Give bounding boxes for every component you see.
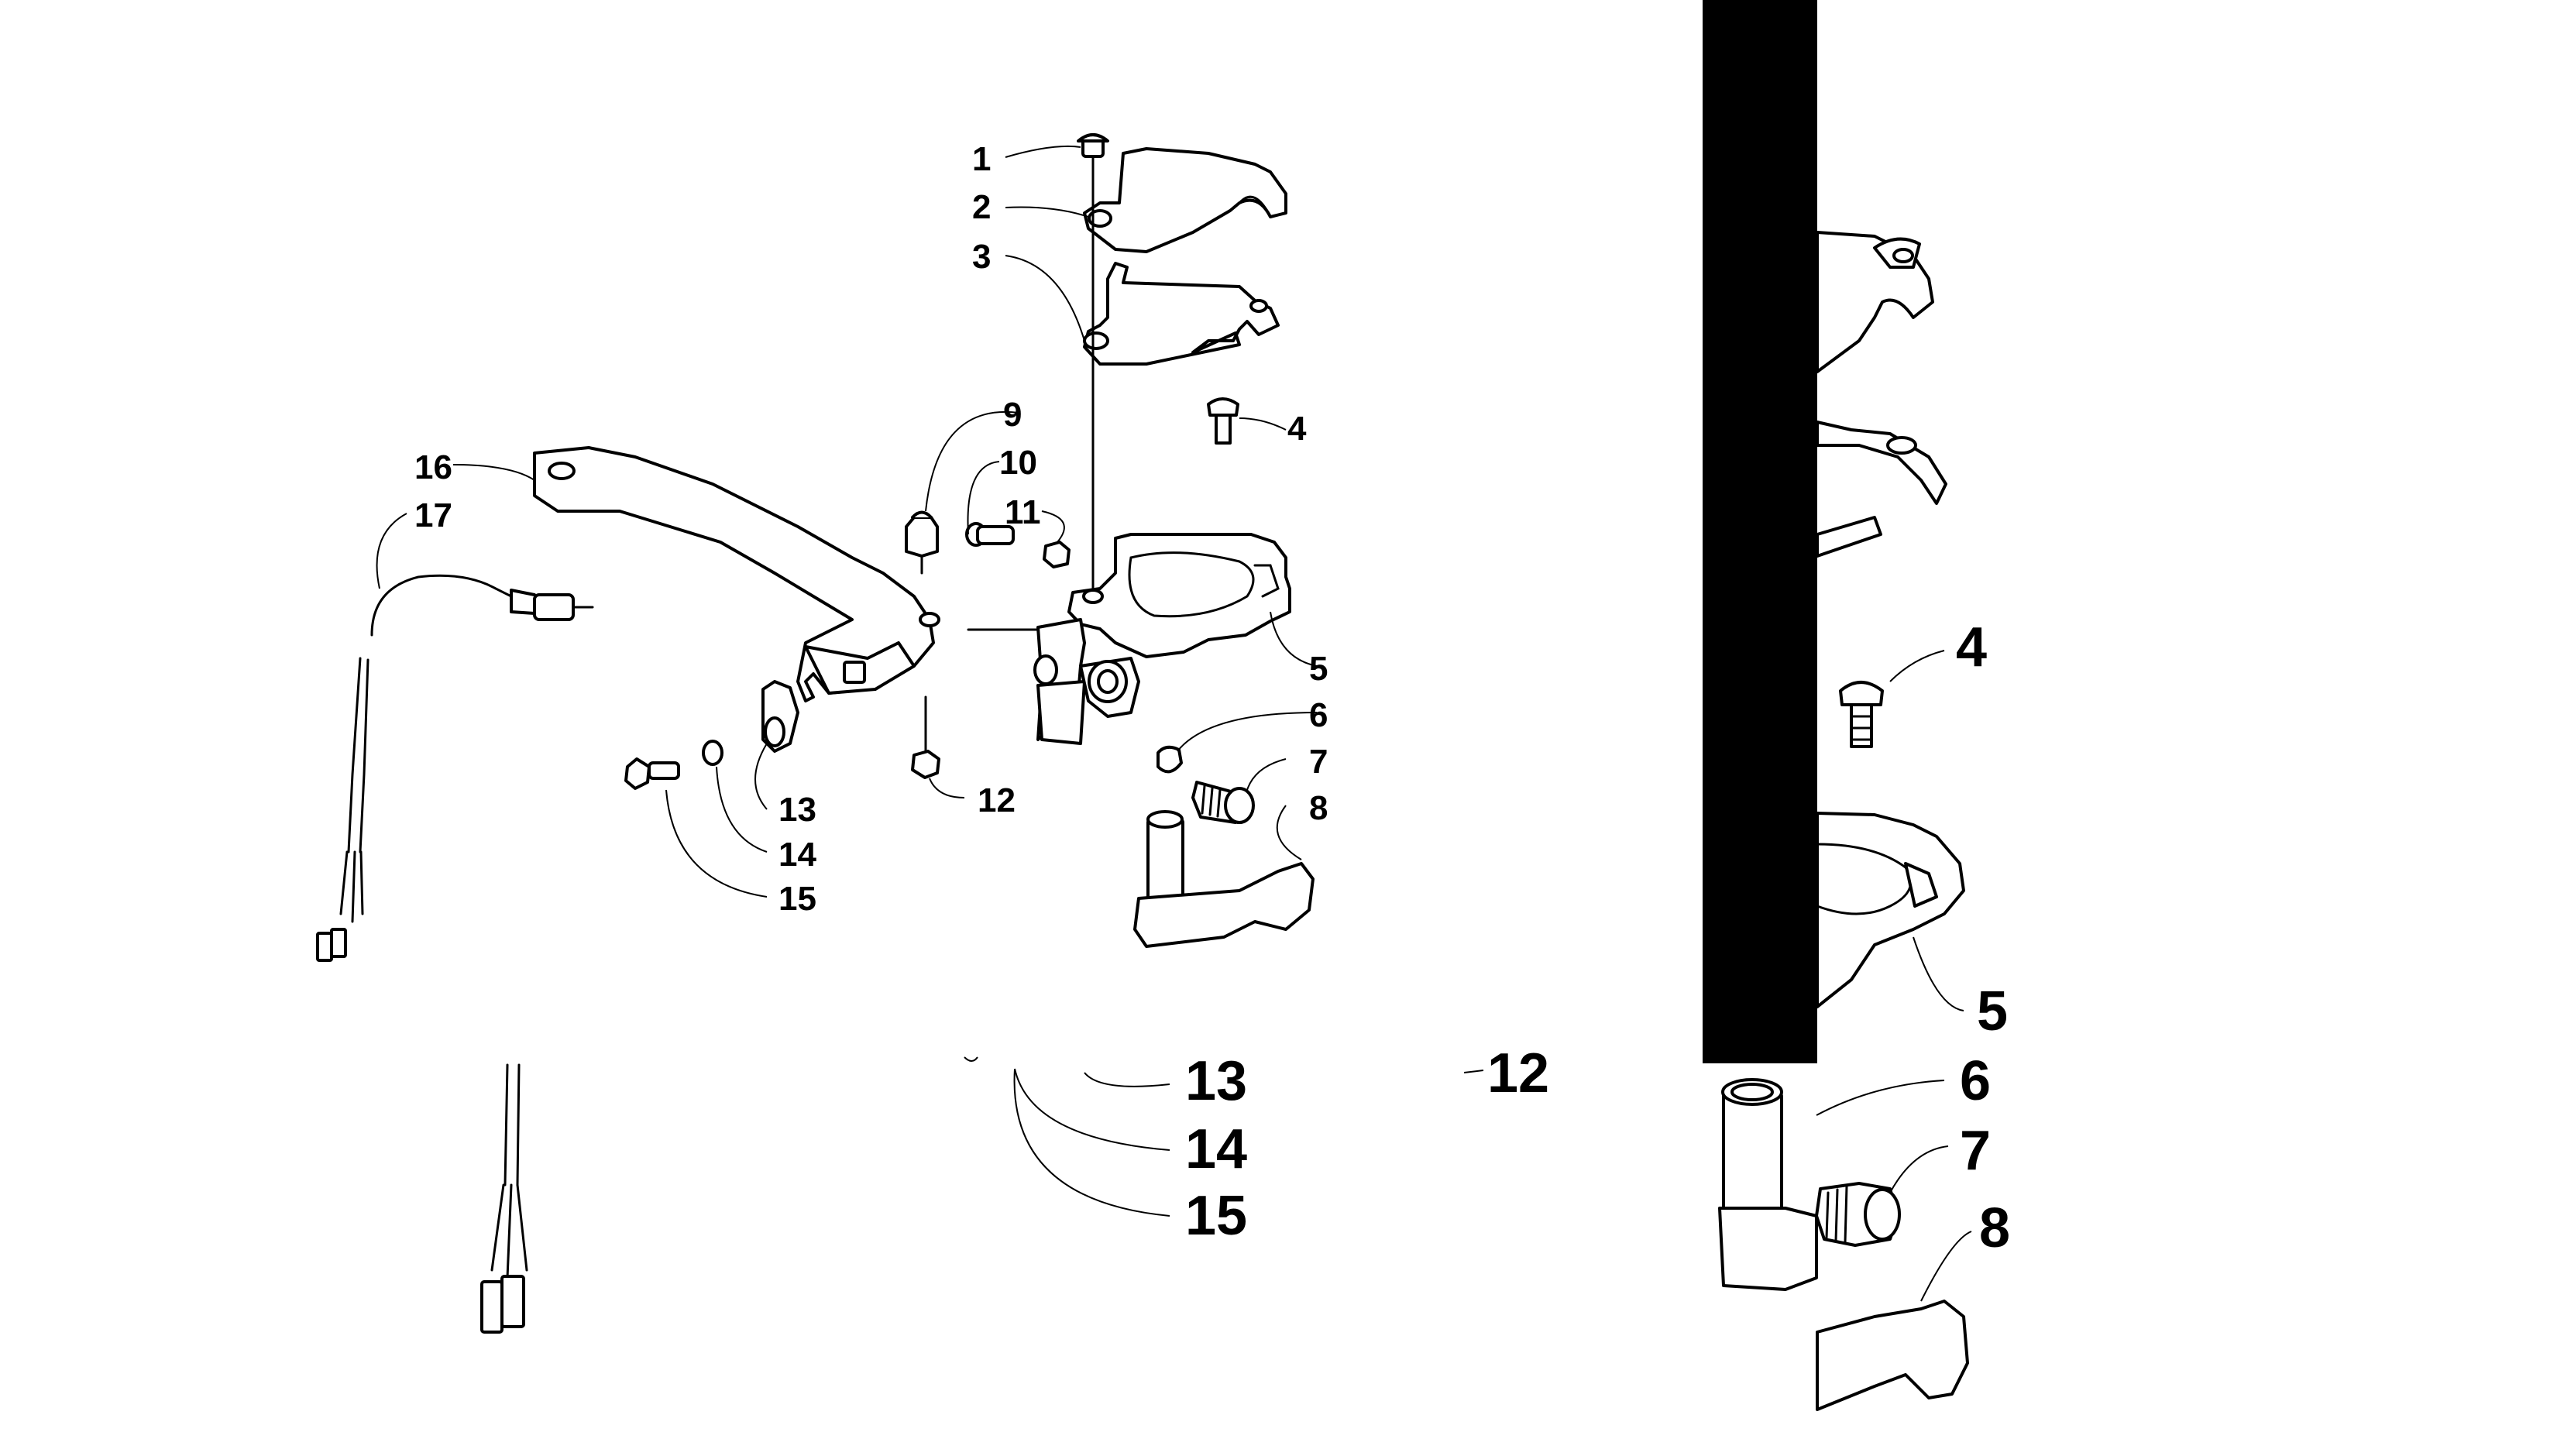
- banjo-bolt-part-9: [905, 510, 939, 575]
- callout-16: 16: [414, 448, 452, 486]
- gasket-part-3: [1083, 262, 1280, 366]
- zoomed-sleeve-6: [1718, 1078, 1818, 1291]
- zoom-callout-14: 14: [1185, 1118, 1247, 1180]
- zoom-callout-7: 7: [1960, 1120, 1991, 1182]
- zoomed-lever-8: [1816, 1300, 1969, 1411]
- bolt-part-7: [1191, 781, 1255, 824]
- pivot-bolt-part-10: [965, 522, 1015, 547]
- zoomed-bolt-7: [1815, 1182, 1901, 1247]
- nut-part-11: [1043, 541, 1071, 568]
- throttle-sleeve-part-8: [1133, 810, 1315, 948]
- brake-lever-part-16: [533, 446, 940, 702]
- bushing-part-6: [1156, 745, 1183, 774]
- callout-15: 15: [778, 880, 816, 918]
- zoom-callout-8: 8: [1979, 1197, 2010, 1259]
- nut-part-12: [911, 695, 940, 779]
- zoomed-body-5: [1816, 812, 1965, 1008]
- brake-switch-part-17: [316, 574, 594, 962]
- zoom-callout-6: 6: [1960, 1050, 1991, 1112]
- master-cylinder-cover-part-2: [1083, 147, 1287, 253]
- washer-part-14: [702, 740, 723, 766]
- zoom-callout-12: 12: [1487, 1042, 1549, 1104]
- callout-4: 4: [1287, 410, 1307, 448]
- callout-10: 10: [999, 444, 1037, 482]
- screw-part-1: [1077, 133, 1109, 168]
- zoom-callout-15: 15: [1185, 1185, 1247, 1247]
- callout-14: 14: [778, 836, 816, 874]
- zoomed-wire-fragment: [480, 1063, 528, 1334]
- zoomed-cover-fragment: [1816, 231, 1947, 558]
- screw-part-4: [1207, 397, 1239, 445]
- callout-7: 7: [1309, 743, 1328, 781]
- lever-adjuster-part-13: [761, 680, 799, 753]
- callout-2: 2: [972, 188, 991, 226]
- zoom-callout-5: 5: [1977, 980, 2008, 1042]
- callout-9: 9: [1003, 396, 1022, 434]
- zoomed-screw-4: [1839, 681, 1884, 748]
- zoom-callout-4: 4: [1956, 616, 1987, 678]
- callout-8: 8: [1309, 789, 1328, 827]
- lever-bolt-part-15: [624, 757, 680, 790]
- callout-12: 12: [978, 781, 1016, 819]
- callout-5: 5: [1309, 650, 1328, 688]
- black-panel: [1703, 0, 1817, 1063]
- callout-17: 17: [414, 496, 452, 534]
- callout-13: 13: [778, 791, 816, 829]
- callout-11: 11: [1005, 493, 1041, 531]
- zoom-callout-13: 13: [1185, 1050, 1247, 1112]
- master-cylinder-body-part-5: [1033, 533, 1291, 745]
- callout-3: 3: [972, 238, 991, 276]
- callout-1: 1: [972, 140, 991, 178]
- callout-6: 6: [1309, 696, 1328, 734]
